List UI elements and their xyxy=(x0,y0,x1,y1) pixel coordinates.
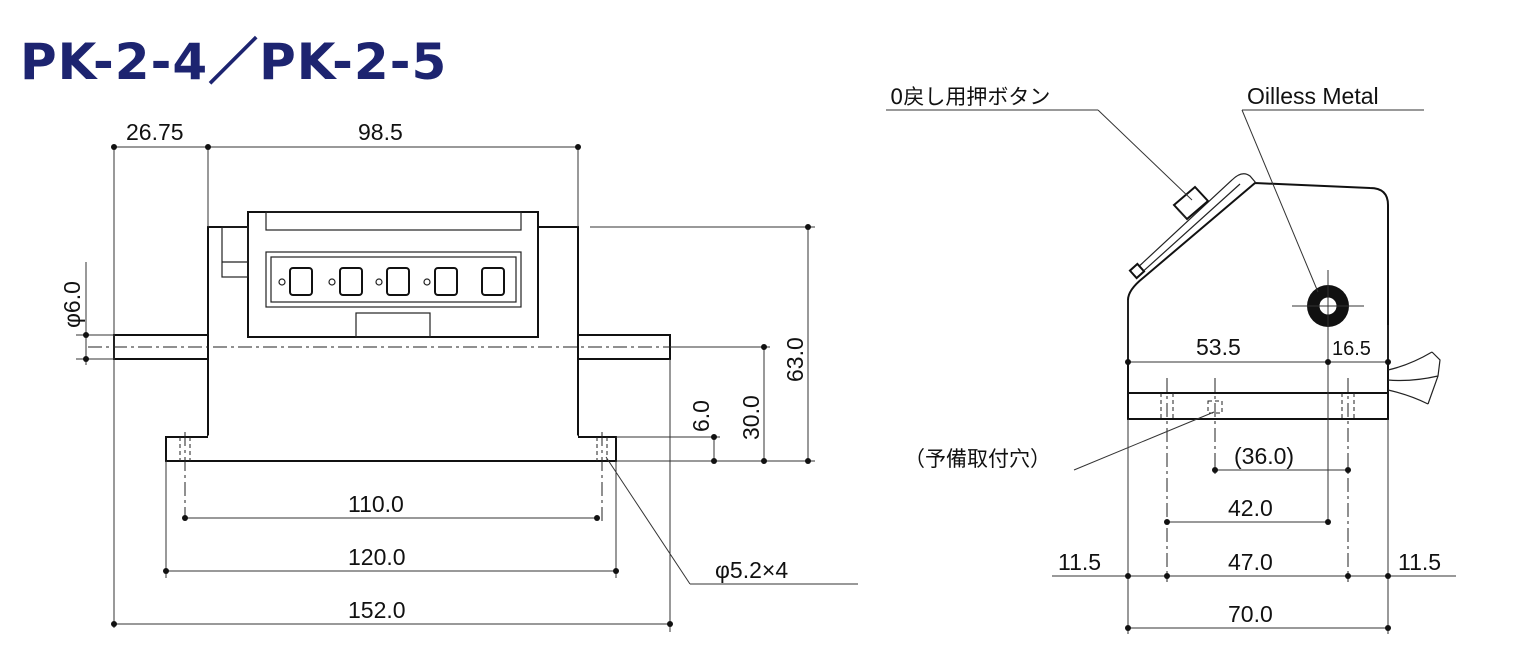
side-view: 0戻し用押ボタン Oilless Metal 53.5 16.5 （予備取付穴）… xyxy=(886,83,1456,634)
dim-26-75: 26.75 xyxy=(126,119,184,145)
side-base xyxy=(1127,392,1389,420)
dim-11-5-right: 11.5 xyxy=(1398,549,1441,575)
digit-wheel xyxy=(339,267,363,296)
sloped-panel xyxy=(1134,173,1257,271)
reset-tab xyxy=(355,312,431,338)
digit-wheel xyxy=(289,267,313,296)
dim-120-0: 120.0 xyxy=(348,544,406,570)
dim-152-0: 152.0 xyxy=(348,597,406,623)
dim-phi-6-0: φ6.0 xyxy=(59,281,85,328)
dim-11-5-left: 11.5 xyxy=(1058,549,1101,575)
base-plate xyxy=(165,436,617,462)
front-view: 26.75 98.5 φ6.0 63.0 30.0 6.0 110.0 120.… xyxy=(59,119,858,632)
dim-6-0: 6.0 xyxy=(688,400,714,432)
reset-button xyxy=(1172,185,1210,221)
digit-wheel xyxy=(434,267,458,296)
digit-wheel xyxy=(481,267,505,296)
digit-wheels xyxy=(278,267,505,296)
label-reset-button: 0戻し用押ボタン xyxy=(890,85,1050,109)
dim-42-0: 42.0 xyxy=(1228,495,1273,521)
dim-16-5: 16.5 xyxy=(1332,338,1371,360)
cable xyxy=(1387,351,1433,371)
digit-window xyxy=(265,251,522,308)
dim-53-5: 53.5 xyxy=(1196,334,1241,360)
dim-63-0: 63.0 xyxy=(782,337,808,382)
dim-phi-5-2-x4: φ5.2×4 xyxy=(715,557,788,583)
dim-47-0: 47.0 xyxy=(1228,549,1273,575)
label-spare-holes: （予備取付穴） xyxy=(904,447,1051,471)
dim-36-0: (36.0) xyxy=(1234,443,1294,469)
label-oilless-metal: Oilless Metal xyxy=(1247,83,1379,109)
dim-30-0: 30.0 xyxy=(738,395,764,440)
digit-wheel xyxy=(386,267,410,296)
side-knob xyxy=(221,226,249,278)
dim-110-0: 110.0 xyxy=(348,491,404,517)
side-body xyxy=(1127,181,1389,394)
top-strip xyxy=(265,211,522,231)
dim-98-5: 98.5 xyxy=(358,119,403,145)
dim-70-0: 70.0 xyxy=(1228,601,1273,627)
page-title: PK-2-4／PK-2-5 xyxy=(20,33,448,91)
